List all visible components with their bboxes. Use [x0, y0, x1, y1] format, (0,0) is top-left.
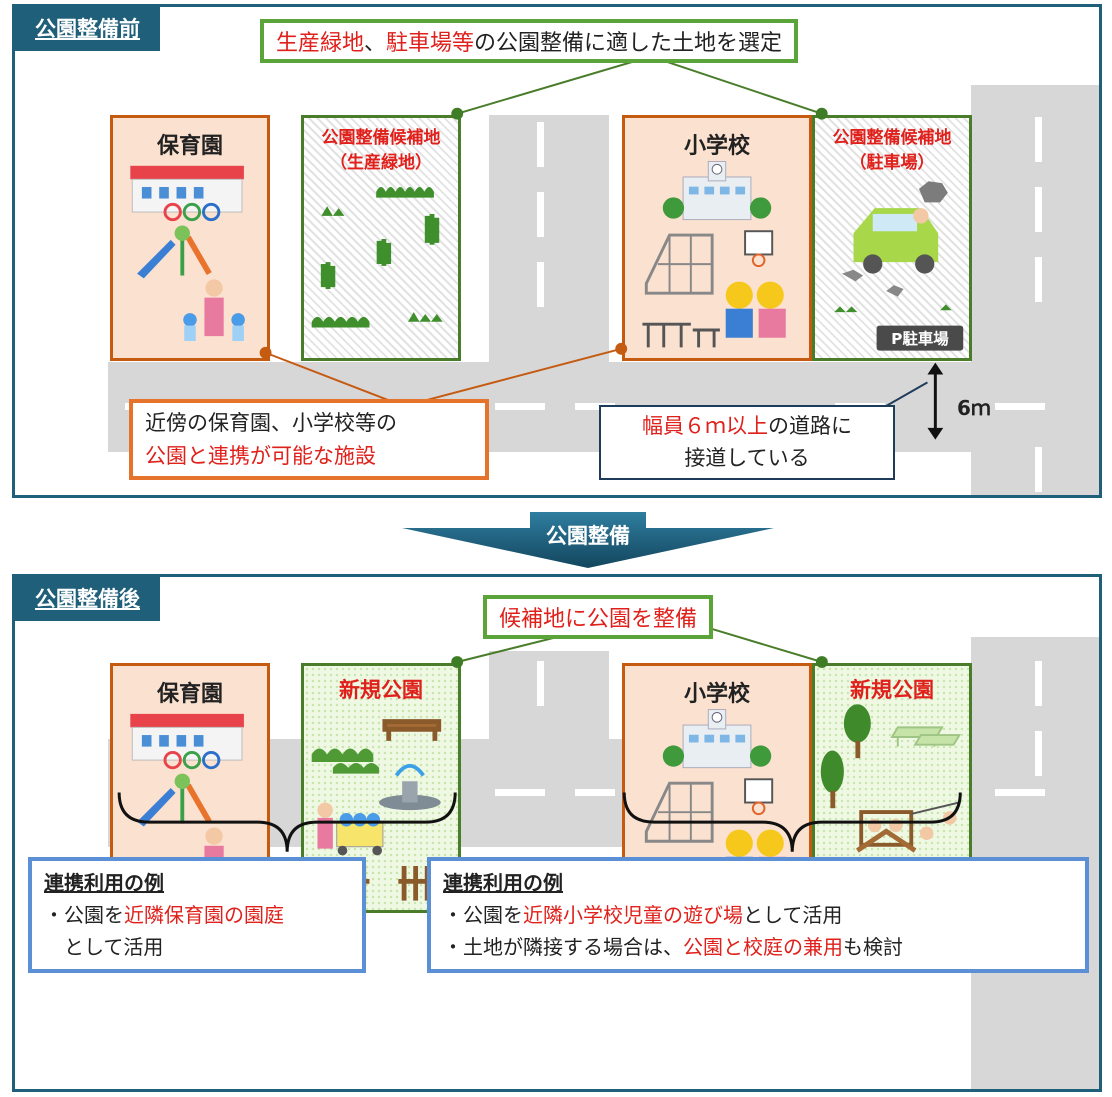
- parking-sign: P駐車場: [891, 329, 949, 348]
- nursery-title: 保育園: [156, 682, 223, 707]
- road-marking: [537, 192, 544, 237]
- road-access-callout: 幅員６ｍ以上の道路に 接道している: [599, 405, 895, 480]
- nursery-box: 保育園: [110, 115, 270, 361]
- road-width-label: 6ｍ: [957, 396, 991, 420]
- road-marking: [995, 403, 1045, 410]
- example-text: ・公園を: [443, 903, 523, 927]
- example-text: ・土地が隣接する場合は、: [443, 935, 683, 959]
- park-development-callout: 候補地に公園を整備: [483, 595, 714, 639]
- example-text: として活用: [743, 903, 843, 927]
- callout-red-parking: 駐車場等: [386, 31, 475, 56]
- example-text: ・公園を: [44, 903, 124, 927]
- vertical-road: [489, 115, 609, 375]
- grass-illustration: [311, 186, 443, 328]
- new-park-title: 新規公園: [850, 678, 934, 702]
- school-example-box: 連携利用の例 ・公園を近隣小学校児童の遊び場として活用 ・土地が隣接する場合は、…: [427, 857, 1089, 973]
- candidate-farmland-title: 公園整備候補地 （生産緑地）: [321, 128, 441, 173]
- new-park-title: 新規公園: [339, 678, 423, 702]
- road-width-red: 幅員６ｍ以上: [642, 414, 768, 438]
- road-marking: [1035, 117, 1042, 162]
- callout-red-farmland: 生産緑地: [276, 31, 365, 56]
- nearby-facilities-line1: 近傍の保育園、小学校等の: [145, 411, 397, 435]
- road-access-text: の道路に: [768, 414, 852, 438]
- transition-label: 公園整備: [546, 524, 630, 548]
- road-marking: [495, 403, 545, 410]
- school-title: 小学校: [683, 134, 750, 159]
- after-panel: 公園整備後 保育園 新規公園: [12, 574, 1102, 1092]
- nursery-example-box: 連携利用の例 ・公園を近隣保育園の園庭 として活用: [28, 857, 366, 973]
- candidate-parking-title: 公園整備候補地 （駐車場）: [832, 128, 952, 173]
- example-heading: 連携利用の例: [443, 871, 563, 895]
- before-panel: 公園整備前 保育園: [12, 4, 1102, 498]
- candidate-site-farmland: 公園整備候補地 （生産緑地）: [301, 115, 461, 361]
- nearby-facilities-line2: 公園と連携が可能な施設: [145, 443, 376, 468]
- after-panel-title: 公園整備後: [15, 577, 160, 621]
- parking-illustration: P駐車場: [834, 181, 964, 351]
- example-text: として活用: [64, 935, 164, 959]
- road-marking: [537, 122, 544, 167]
- before-panel-title: 公園整備前: [15, 7, 160, 51]
- nursery-illustration: [130, 165, 245, 341]
- road-marking: [495, 789, 545, 796]
- road-marking: [1035, 731, 1042, 776]
- example-highlight: 公園と校庭の兼用: [683, 935, 843, 959]
- road-marking: [537, 661, 544, 706]
- park-development-text: 候補地に公園を整備: [499, 607, 698, 632]
- school-illustration: [642, 161, 786, 348]
- example-highlight: 近隣保育園の園庭: [124, 903, 284, 927]
- road-marking: [995, 789, 1045, 796]
- road-access-line2: 接道している: [684, 445, 810, 470]
- school-title: 小学校: [683, 682, 750, 707]
- transition-arrow: 公園整備: [402, 510, 774, 570]
- example-heading: 連携利用の例: [44, 871, 164, 895]
- road-marking: [1035, 257, 1042, 302]
- callout-separator: 、: [364, 31, 387, 56]
- nearby-facilities-callout: 近傍の保育園、小学校等の 公園と連携が可能な施設: [129, 399, 489, 481]
- callout-text: の公園整備に適した土地を選定: [474, 31, 783, 56]
- example-text: も検討: [843, 935, 903, 959]
- school-box: 小学校: [622, 115, 812, 361]
- down-arrow-icon: [402, 512, 774, 568]
- road-marking: [537, 262, 544, 307]
- nursery-title: 保育園: [156, 134, 223, 159]
- road-marking: [1035, 187, 1042, 232]
- example-highlight: 近隣小学校児童の遊び場: [523, 903, 743, 927]
- selection-callout: 生産緑地、駐車場等の公園整備に適した土地を選定: [260, 19, 799, 63]
- road-marking: [575, 789, 615, 796]
- road-marking: [1035, 661, 1042, 706]
- road-marking: [1035, 447, 1042, 492]
- vertical-road: [489, 651, 609, 761]
- candidate-site-parking: 公園整備候補地 （駐車場） P駐車場: [812, 115, 972, 361]
